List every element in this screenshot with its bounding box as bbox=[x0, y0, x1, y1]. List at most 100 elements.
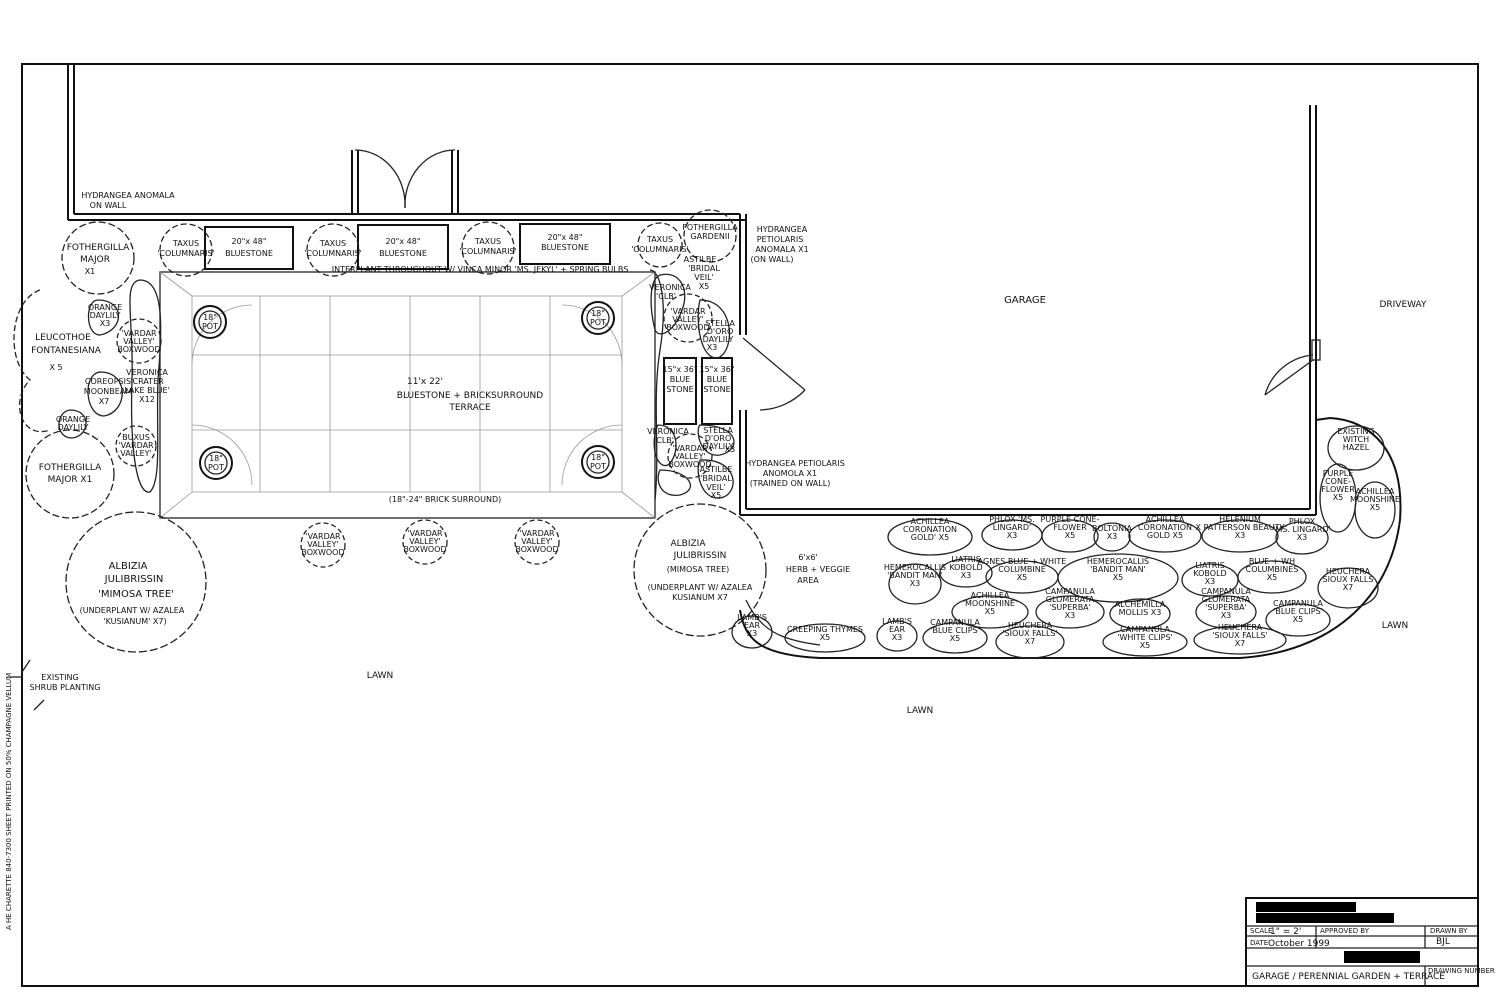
perennial-bed bbox=[1193, 625, 1287, 655]
plant-label: GARDENII bbox=[690, 232, 729, 241]
boxwood-shrub bbox=[300, 522, 346, 568]
perennial-bed-label-line: EAR bbox=[744, 621, 761, 630]
herb-area-line: HERB + VEGGIE bbox=[786, 565, 850, 574]
perennial-bed-label-line: X5 bbox=[1113, 573, 1124, 582]
pot-label: POT bbox=[590, 462, 606, 471]
perennial-bed-label-line: KOBOLD bbox=[949, 563, 982, 572]
perennial-bed-label-line: LIATRIS bbox=[1195, 561, 1225, 570]
perennial-bed-label-line: HAZEL bbox=[1343, 443, 1370, 452]
perennial-bed-label-line: HEMEROCALLIS bbox=[884, 563, 946, 572]
taxus-label: 'COLUMNARIS' bbox=[304, 249, 362, 258]
boxwood-label: VALLEY' bbox=[521, 537, 553, 546]
note-line: PETIOLARIS bbox=[757, 235, 804, 244]
perennial-bed-label-line: X3 bbox=[892, 633, 903, 642]
drawn-by-label: DRAWN BY bbox=[1430, 927, 1468, 935]
perennial-bed-label-line: BLUE + WH bbox=[1249, 557, 1295, 566]
perennial-bed-label-line: X5 bbox=[1293, 615, 1304, 624]
plant-label: ASTILBE bbox=[684, 255, 717, 264]
perennial-bed bbox=[1093, 522, 1131, 552]
bluestone-label: BLUESTONE bbox=[541, 243, 589, 252]
perennial-bed-label-line: LIATRIS bbox=[951, 555, 981, 564]
small-bluestone-label: STONE bbox=[666, 385, 693, 394]
perennial-bed bbox=[939, 558, 993, 588]
perennial-bed-label-line: 'SUPERBA' bbox=[1049, 603, 1091, 612]
plant-label: (MIMOSA TREE) bbox=[667, 565, 730, 574]
sheet-side-note: A HE CHARETTE 840-7300 SHEET PRINTED ON … bbox=[5, 673, 13, 930]
taxus-label: TAXUS bbox=[172, 239, 199, 248]
perennial-bed-label-line: WITCH bbox=[1343, 435, 1369, 444]
perennial-bed-label-line: 'BANDIT MAN' bbox=[1090, 565, 1146, 574]
perennial-bed-label-line: CORONATION bbox=[1138, 523, 1192, 532]
perennial-bed-label-line: 'MOONSHINE' bbox=[963, 599, 1017, 608]
perennial-bed-label-line: 'BANDIT MAN' bbox=[887, 571, 943, 580]
taxus-label: TAXUS bbox=[319, 239, 346, 248]
plant-label: STELLA bbox=[705, 319, 735, 328]
existing-shrub-arrows bbox=[10, 659, 45, 711]
taxus-label: TAXUS bbox=[474, 237, 501, 246]
bluestone-slab bbox=[519, 223, 611, 265]
plant-label: X 5 bbox=[49, 363, 62, 372]
perennial-bed-label-line: PHLOX 'MS. bbox=[989, 515, 1035, 524]
small-bluestone-label: 15"x 36" bbox=[663, 365, 698, 374]
small-bluestone-label: BLUE bbox=[670, 375, 690, 384]
approved-label: APPROVED BY bbox=[1320, 927, 1370, 935]
note-line: ANOMALA X1 bbox=[755, 245, 808, 254]
albizia-tree bbox=[65, 511, 207, 653]
plant-label: KUSIANUM X7 bbox=[672, 593, 728, 602]
perennial-bed bbox=[888, 563, 942, 605]
perennial-bed-label-line: X3 bbox=[1235, 531, 1246, 540]
perennial-bed bbox=[1057, 553, 1179, 603]
plant-label: VALLEY' bbox=[120, 449, 152, 458]
perennial-bed-label-line: COLUMBINES bbox=[1246, 565, 1299, 574]
perennial-bed-label-line: X3 bbox=[961, 571, 972, 580]
drawing-title: GARAGE / PERENNIAL GARDEN + TERRACE bbox=[1252, 972, 1445, 982]
date-value: October 1999 bbox=[1268, 939, 1330, 949]
perennial-bed-label-line: ACHILLEA bbox=[1356, 487, 1395, 496]
bluestone-label: 20"x 48" bbox=[548, 233, 583, 242]
driveway-label: DRIVEWAY bbox=[1379, 300, 1427, 310]
perennial-bed-label-line: X5 bbox=[1140, 641, 1151, 650]
perennial-bed-label-line: ACHILLEA bbox=[1146, 515, 1185, 524]
plant-label: 'KUSIANUM' X7) bbox=[103, 617, 166, 626]
interplant-note: INTERPLANT THROUGHOUT W/ VINCA MINOR 'MS… bbox=[332, 265, 629, 274]
hydrangea-right-top-note: HYDRANGEA PETIOLARIS ANOMALA X1 (ON WALL… bbox=[751, 225, 809, 264]
perennial-bed bbox=[1327, 425, 1385, 471]
perennial-bed bbox=[887, 518, 973, 556]
perennial-bed-label-line: X7 bbox=[1025, 637, 1036, 646]
plant-label: MAJOR bbox=[80, 255, 110, 265]
plant-label: JULIBRISSIN bbox=[673, 551, 727, 561]
perennial-bed bbox=[1319, 463, 1357, 533]
perennial-bed-label-line: X3 bbox=[1297, 533, 1308, 542]
perennial-bed-label: CAMPANULA'BLUE CLIPS'X5 bbox=[930, 618, 980, 643]
perennial-bed-label-line: CAMPANULA bbox=[1273, 599, 1323, 608]
albizia-tree bbox=[633, 503, 767, 637]
perennial-bed-label: HEUCHERA'SIOUX FALLS'X7 bbox=[1212, 623, 1267, 648]
perennial-bed-label-line: 'SUPERBA' bbox=[1205, 603, 1247, 612]
plant-label: MAJOR X1 bbox=[48, 475, 93, 485]
perennial-bed-label-line: 'WHITE CLIPS' bbox=[1117, 633, 1172, 642]
scale-label: SCALE bbox=[1250, 927, 1272, 935]
note-line: (TRAINED ON WALL) bbox=[750, 479, 831, 488]
taxus-shrub bbox=[637, 222, 683, 268]
perennial-bed-label-line: X3 bbox=[1205, 577, 1216, 586]
perennial-bed bbox=[1195, 595, 1257, 629]
plant-label: X7 bbox=[99, 397, 110, 406]
perennial-bed bbox=[1275, 521, 1329, 555]
taxus-label: TAXUS bbox=[646, 235, 673, 244]
bluestone-label: BLUESTONE bbox=[379, 249, 427, 258]
perennial-bed-label: HEMEROCALLIS'BANDIT MAN'X3 bbox=[884, 563, 946, 588]
garage-outline bbox=[739, 105, 1321, 516]
plant-label: VEIL' bbox=[694, 273, 714, 282]
perennial-bed bbox=[731, 615, 773, 649]
redaction-bar bbox=[1256, 913, 1394, 923]
plant-label: VERONICA bbox=[126, 368, 168, 377]
boxwood-label: BOXWOOD bbox=[515, 545, 558, 554]
note-line: ON WALL bbox=[90, 201, 127, 210]
perennial-bed-label-line: GLOMERATA bbox=[1046, 595, 1095, 604]
